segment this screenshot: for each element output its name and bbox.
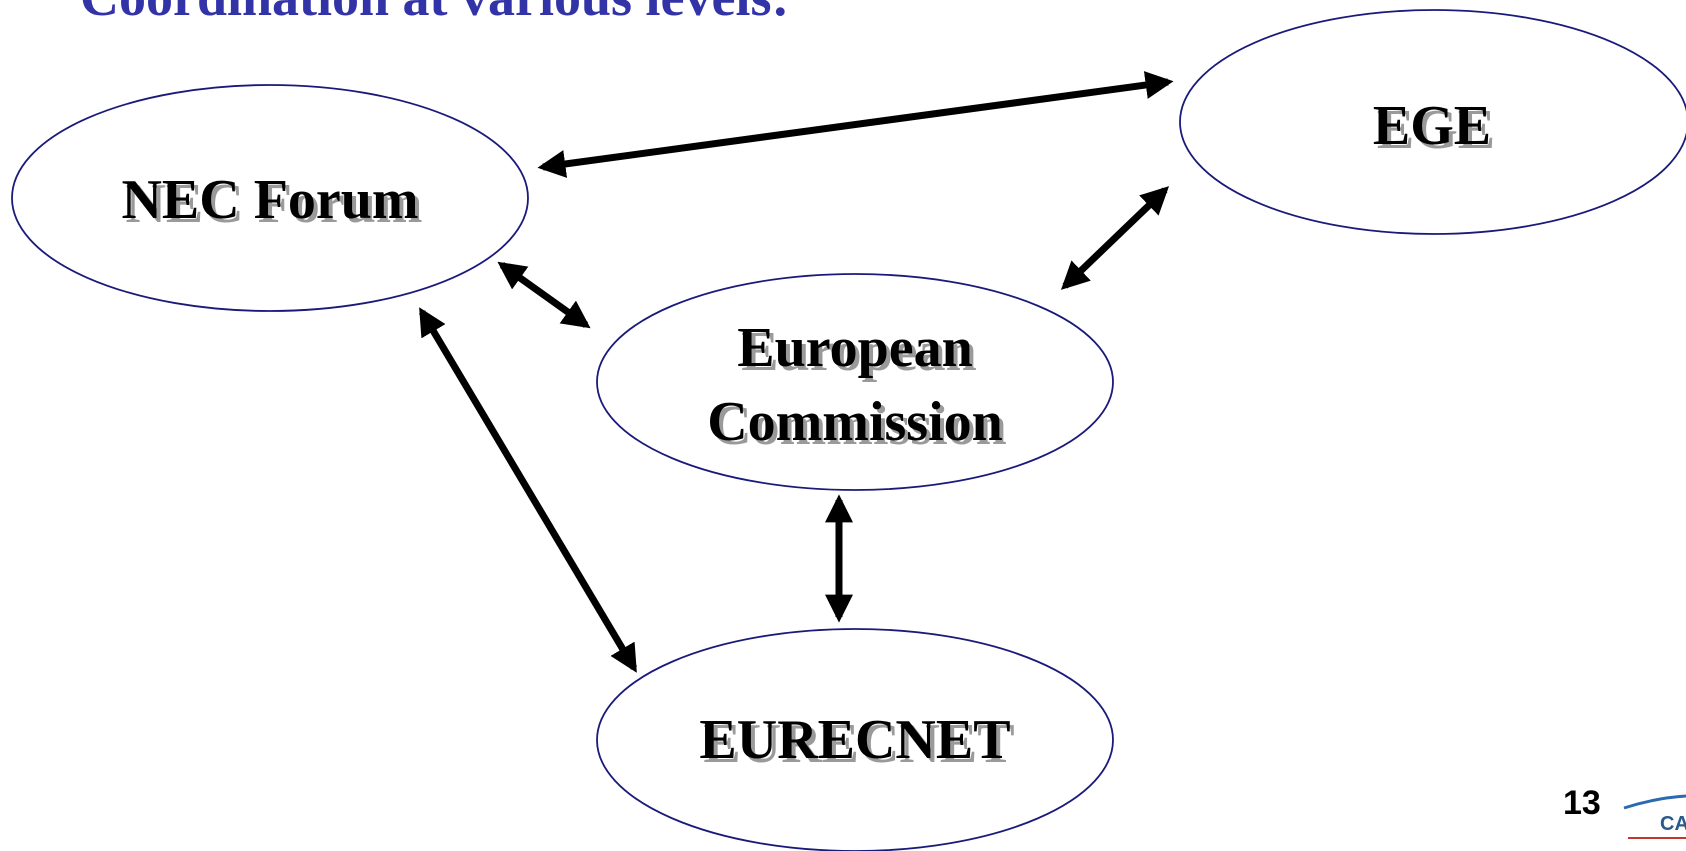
ege-label: EGE [1373, 95, 1491, 157]
node-labels: NEC Forum NEC Forum EGE EGE European Eur… [121, 95, 1495, 775]
logo-swoosh [1623, 794, 1686, 810]
node-ege [1179, 9, 1686, 235]
page-number: 13 [1563, 784, 1601, 822]
nec-forum-label-shadow: NEC Forum [125, 173, 422, 235]
commission-label: Commission [707, 391, 1003, 453]
eurecnet-label-shadow: EURECNET [703, 713, 1014, 775]
commission-label-shadow: Commission [711, 395, 1007, 457]
ege-label-shadow: EGE [1377, 99, 1495, 161]
node-eurecnet [596, 628, 1114, 851]
eurecnet-label: EURECNET [699, 709, 1010, 771]
nodes [11, 9, 1686, 851]
arrow-european-commission-ege [1060, 186, 1170, 290]
nec-forum-label: NEC Forum [121, 169, 418, 231]
logo-text: CA [1660, 813, 1686, 835]
slide-title: Coordination at various levels: [80, 0, 790, 24]
node-european-commission [596, 273, 1114, 491]
arrow-nec-forum-eurecnet [418, 307, 638, 673]
arrows [418, 71, 1174, 673]
arrow-nec-forum-ege [537, 71, 1174, 178]
logo [1623, 794, 1686, 839]
european-label-shadow: European [741, 321, 976, 383]
european-label: European [737, 317, 972, 379]
node-nec-forum [11, 84, 529, 312]
arrow-nec-forum-european-commission [497, 261, 591, 329]
